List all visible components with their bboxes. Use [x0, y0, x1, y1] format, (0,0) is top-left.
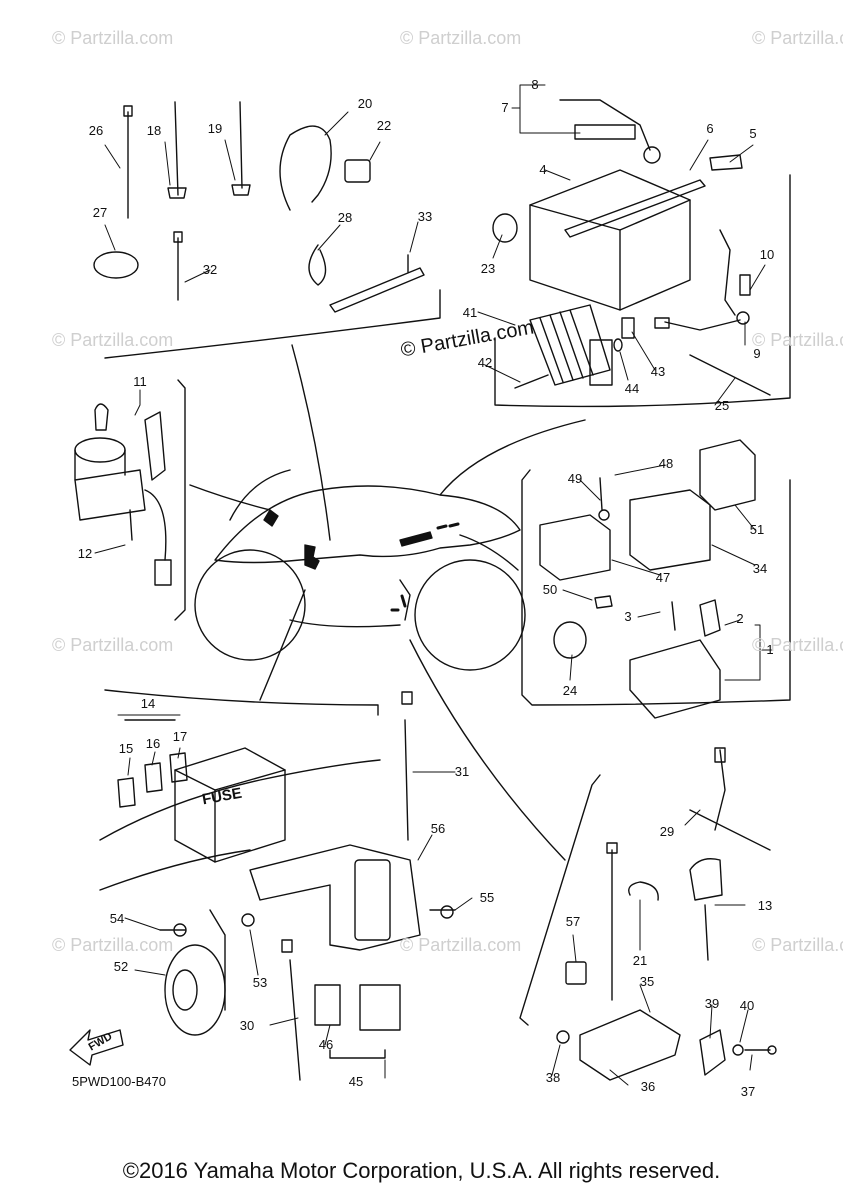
watermark: © Partzilla.com — [400, 28, 522, 48]
watermark: © Partzilla.com — [752, 330, 843, 350]
callout-46: 46 — [318, 1037, 334, 1052]
callout-9: 9 — [753, 346, 761, 361]
watermark: © Partzilla.com — [52, 635, 174, 655]
watermark: © Partzilla.com — [400, 935, 522, 955]
callout-29: 29 — [659, 824, 675, 839]
callout-11: 11 — [133, 374, 147, 389]
callout-10: 10 — [759, 247, 775, 262]
callout-51: 51 — [749, 522, 765, 537]
callout-49: 49 — [567, 471, 583, 486]
bracket-horn-group — [159, 691, 456, 1081]
callout-38: 38 — [545, 1070, 561, 1085]
callout-37: 37 — [740, 1084, 756, 1099]
callout-26: 26 — [88, 123, 104, 138]
callout-39: 39 — [704, 996, 720, 1011]
callout-3: 3 — [624, 609, 632, 624]
bottom-left-group-frame — [104, 689, 379, 716]
callout-6: 6 — [706, 121, 714, 136]
callout-leaders — [94, 84, 773, 1086]
watermark: © Partzilla.com — [52, 935, 174, 955]
callout-27: 27 — [92, 205, 108, 220]
callout-12: 12 — [77, 546, 93, 561]
callout-35: 35 — [639, 974, 655, 989]
callout-48: 48 — [658, 456, 674, 471]
callout-33: 33 — [417, 209, 433, 224]
callout-45: 45 — [348, 1074, 364, 1089]
callout-56: 56 — [430, 821, 446, 836]
callout-2: 2 — [736, 611, 744, 626]
callout-40: 40 — [739, 998, 755, 1013]
arrow-top-right — [439, 419, 586, 496]
callout-57: 57 — [565, 914, 581, 929]
callout-47: 47 — [655, 570, 671, 585]
watermark: © Partzilla.com — [752, 935, 843, 955]
lower-right-group — [556, 747, 777, 1081]
callout-44: 44 — [624, 381, 640, 396]
arrow-right — [459, 534, 519, 571]
relays-group — [539, 439, 756, 719]
callout-32: 32 — [202, 262, 218, 277]
callout-13: 13 — [757, 898, 773, 913]
callout-30: 30 — [239, 1018, 255, 1033]
callout-7: 7 — [501, 100, 509, 115]
arrow-bottom-right — [409, 639, 566, 861]
left-group-frame — [174, 379, 186, 621]
callout-23: 23 — [480, 261, 496, 276]
callout-16: 16 — [145, 736, 161, 751]
callout-17: 17 — [172, 729, 188, 744]
watermark: © Partzilla.com — [752, 28, 843, 48]
watermark: © Partzilla.com — [752, 635, 843, 655]
callout-22: 22 — [376, 118, 392, 133]
callout-1: 1 — [766, 642, 774, 657]
callout-36: 36 — [640, 1079, 656, 1094]
watermark: © Partzilla.com — [52, 330, 174, 350]
motorcycle-outline — [194, 469, 526, 671]
callout-54: 54 — [109, 911, 125, 926]
arrow-left — [189, 484, 271, 511]
callout-31: 31 — [454, 764, 470, 779]
callout-20: 20 — [357, 96, 373, 111]
callout-25: 25 — [714, 398, 730, 413]
callout-14: 14 — [140, 696, 156, 711]
callout-53: 53 — [252, 975, 268, 990]
copyright-notice: ©2016 Yamaha Motor Corporation, U.S.A. A… — [122, 1158, 721, 1183]
callout-15: 15 — [118, 741, 134, 756]
callout-34: 34 — [752, 561, 768, 576]
callout-5: 5 — [749, 126, 757, 141]
fuse-box-group — [99, 719, 381, 891]
callout-41: 41 — [462, 305, 478, 320]
callout-4: 4 — [539, 162, 547, 177]
top-group-frame — [104, 289, 441, 359]
rectifier-group — [514, 304, 771, 396]
top-right-group-frame — [494, 174, 791, 408]
callout-42: 42 — [477, 355, 493, 370]
callout-55: 55 — [479, 890, 495, 905]
callout-19: 19 — [207, 121, 223, 136]
bottom-right-group-frame — [519, 774, 601, 1026]
right-mid-group-frame — [521, 469, 791, 706]
watermark: © Partzilla.com — [52, 28, 174, 48]
diagram-reference-code: 5PWD100-B470 — [72, 1074, 166, 1089]
callout-43: 43 — [650, 364, 666, 379]
callout-52: 52 — [113, 959, 129, 974]
arrow-top — [291, 344, 331, 541]
callout-18: 18 — [146, 123, 162, 138]
arrow-bottom-left — [259, 589, 306, 701]
fwd-arrow — [69, 1029, 124, 1066]
callout-8: 8 — [531, 77, 539, 92]
callout-21: 21 — [632, 953, 648, 968]
battery-group — [492, 99, 751, 325]
callout-50: 50 — [542, 582, 558, 597]
callout-24: 24 — [562, 683, 578, 698]
main-switch-group — [74, 403, 172, 586]
callout-28: 28 — [337, 210, 353, 225]
cable-ties-group — [93, 101, 425, 313]
